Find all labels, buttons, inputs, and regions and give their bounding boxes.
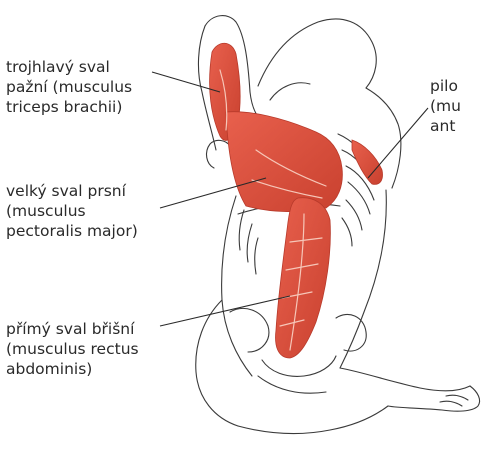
label-triceps-line-1: trojhlavý sval <box>6 57 132 77</box>
label-pectoralis-line-1: velký sval prsní <box>6 181 138 201</box>
label-triceps-line-3: triceps brachii) <box>6 97 132 117</box>
rectus-abdominis-muscle <box>276 198 331 358</box>
label-rectus-line-2: (musculus rectus <box>6 339 139 359</box>
label-triceps-line-2: pažní (musculus <box>6 77 132 97</box>
label-rectus-line-3: abdominis) <box>6 359 139 379</box>
pectoralis-muscle <box>226 112 342 212</box>
label-triceps: trojhlavý sval pažní (musculus triceps b… <box>6 57 132 117</box>
label-serratus-line-3: ant <box>430 116 461 136</box>
label-serratus-line-1: pilo <box>430 76 461 96</box>
label-serratus-line-2: (mu <box>430 96 461 116</box>
label-serratus: pilo (mu ant <box>430 76 461 136</box>
serratus-muscle <box>352 140 383 184</box>
label-pectoralis: velký sval prsní (musculus pectoralis ma… <box>6 181 138 241</box>
label-pectoralis-line-3: pectoralis major) <box>6 221 138 241</box>
label-pectoralis-line-2: (musculus <box>6 201 138 221</box>
label-rectus-line-1: přímý sval břišní <box>6 319 139 339</box>
label-rectus: přímý sval břišní (musculus rectus abdom… <box>6 319 139 379</box>
